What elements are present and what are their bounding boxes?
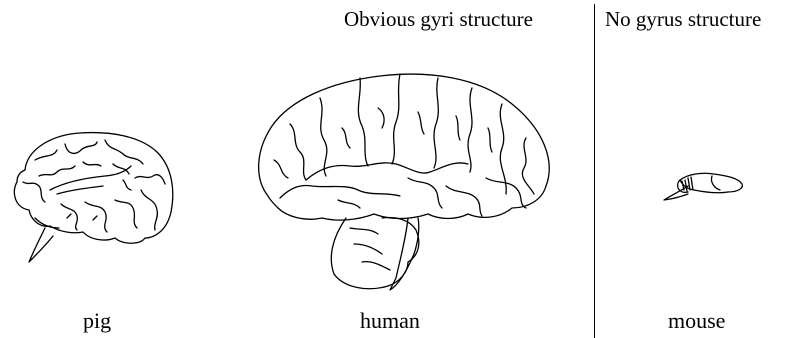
human-brain-drawing [250, 68, 560, 293]
caption-human: human [360, 308, 420, 334]
pig-brain-drawing [5, 120, 180, 270]
vertical-divider [594, 4, 595, 338]
caption-pig: pig [83, 308, 111, 334]
caption-mouse: mouse [668, 308, 725, 334]
header-no-gyrus: No gyrus structure [605, 6, 761, 32]
mouse-brain-drawing [658, 166, 750, 206]
header-obvious-gyri: Obvious gyri structure [344, 6, 533, 32]
